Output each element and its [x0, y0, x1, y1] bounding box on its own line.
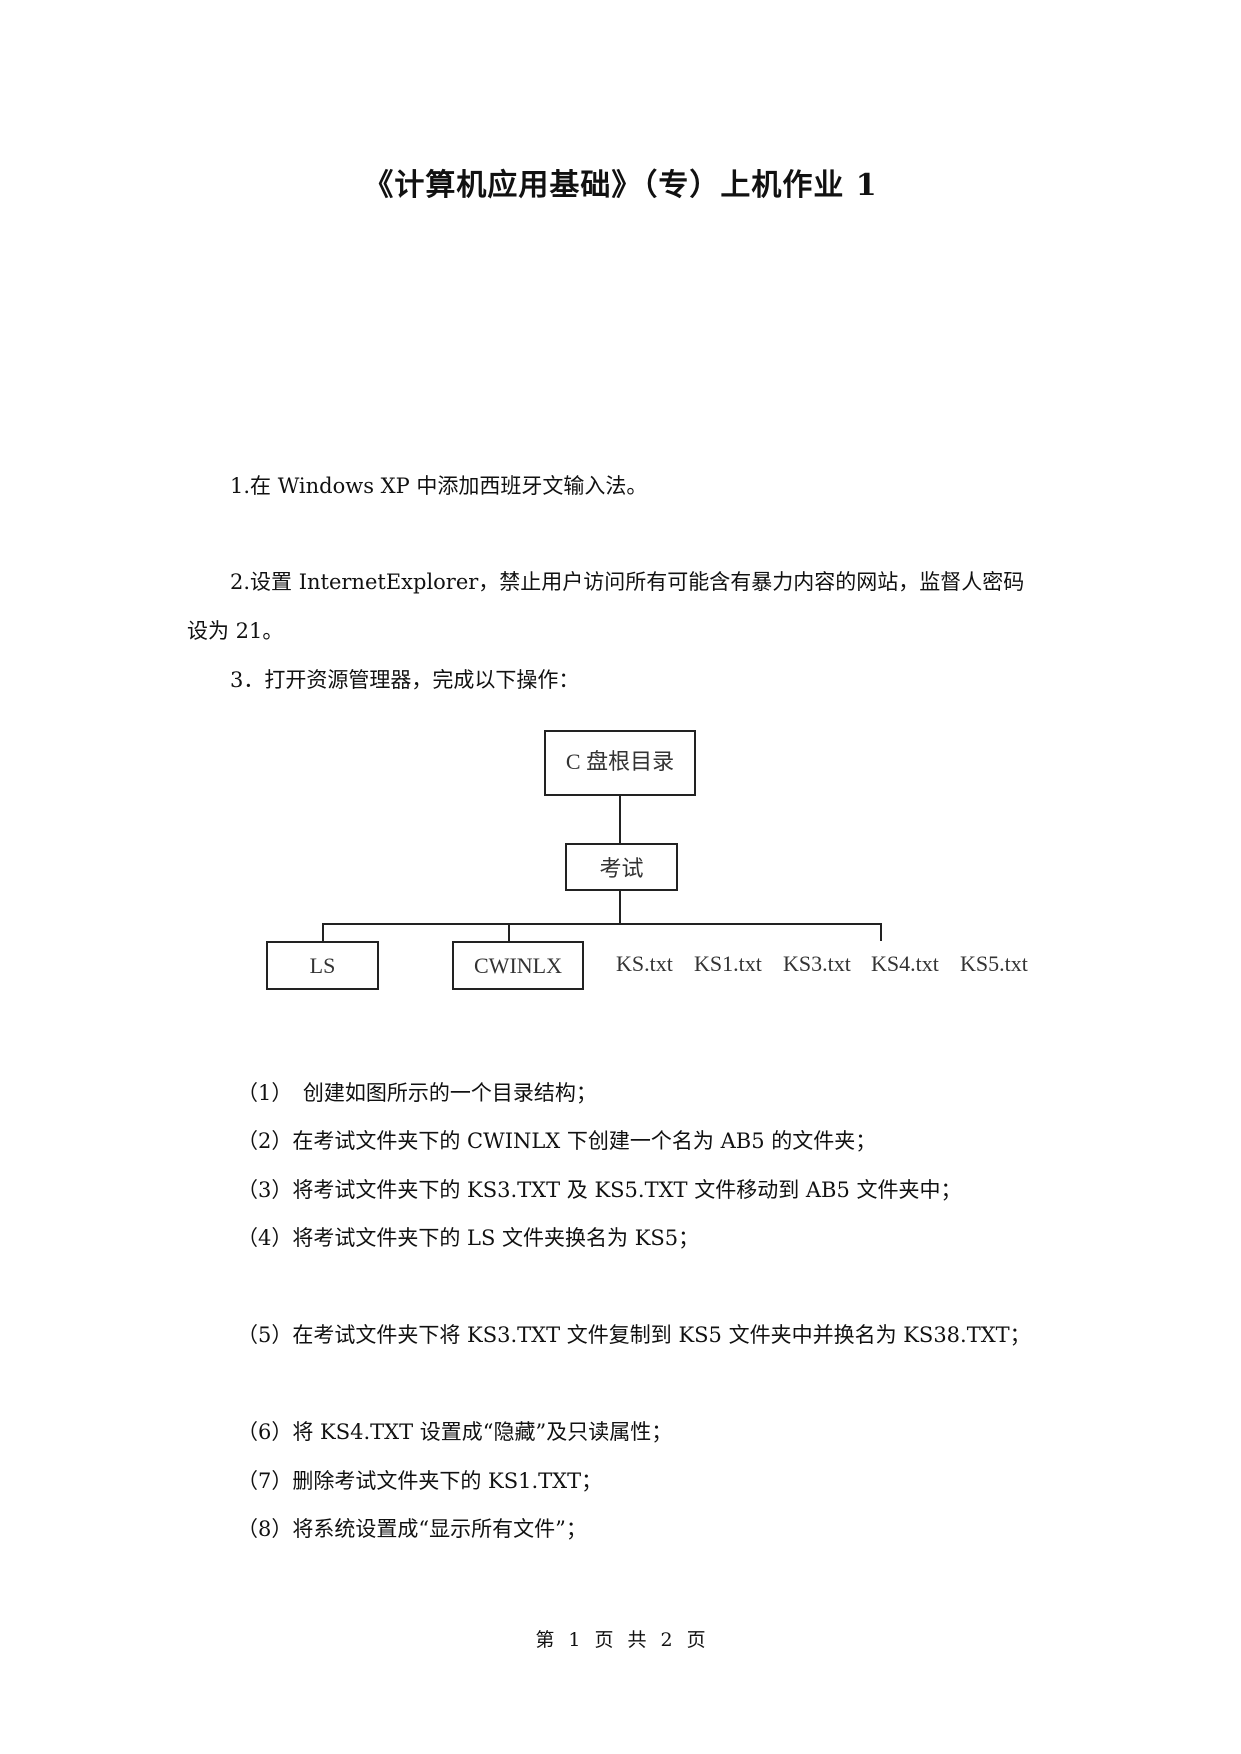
file-ks3-txt: KS3.txt	[783, 951, 851, 976]
step-1: （1） 创建如图所示的一个目录结构；	[237, 1081, 597, 1105]
step-8: （8）将系统设置成“显示所有文件”；	[237, 1517, 587, 1541]
file-ks1-txt: KS1.txt	[694, 951, 762, 976]
root-directory-box: C 盘根目录	[544, 730, 696, 796]
ls-folder-box: LS	[266, 941, 379, 990]
exam-folder-box: 考试	[565, 843, 678, 891]
file-ks-txt: KS.txt	[616, 951, 673, 976]
step-7: （7）删除考试文件夹下的 KS1.TXT；	[237, 1469, 603, 1493]
step-4: （4）将考试文件夹下的 LS 文件夹换名为 KS5；	[237, 1226, 700, 1250]
step-6: （6）将 KS4.TXT 设置成“隐藏”及只读属性；	[237, 1420, 673, 1444]
page-title: 《计算机应用基础》（专）上机作业 1	[363, 168, 878, 203]
step-2: （2）在考试文件夹下的 CWINLX 下创建一个名为 AB5 的文件夹；	[237, 1129, 877, 1153]
file-ks5-txt: KS5.txt	[960, 951, 1028, 976]
question-2-line-1: 2.设置 InternetExplorer，禁止用户访问所有可能含有暴力内容的网…	[230, 570, 1025, 594]
question-3: 3．打开资源管理器，完成以下操作：	[230, 668, 580, 692]
connector-ls	[322, 923, 324, 941]
branch-line	[322, 923, 882, 925]
page-number-footer: 第 1 页 共 2 页	[535, 1629, 706, 1651]
step-5: （5）在考试文件夹下将 KS3.TXT 文件复制到 KS5 文件夹中并换名为 K…	[237, 1323, 1031, 1347]
question-1: 1.在 Windows XP 中添加西班牙文输入法。	[230, 474, 648, 498]
file-ks4-txt: KS4.txt	[871, 951, 939, 976]
connector-exam-branch	[619, 891, 621, 924]
cwinlx-folder-box: CWINLX	[452, 941, 584, 990]
step-3: （3）将考试文件夹下的 KS3.TXT 及 KS5.TXT 文件移动到 AB5 …	[237, 1178, 962, 1202]
connector-root-exam	[619, 796, 621, 843]
connector-cwinlx	[508, 923, 510, 941]
question-2-line-2: 设为 21。	[187, 619, 284, 643]
connector-files-end	[880, 923, 882, 941]
